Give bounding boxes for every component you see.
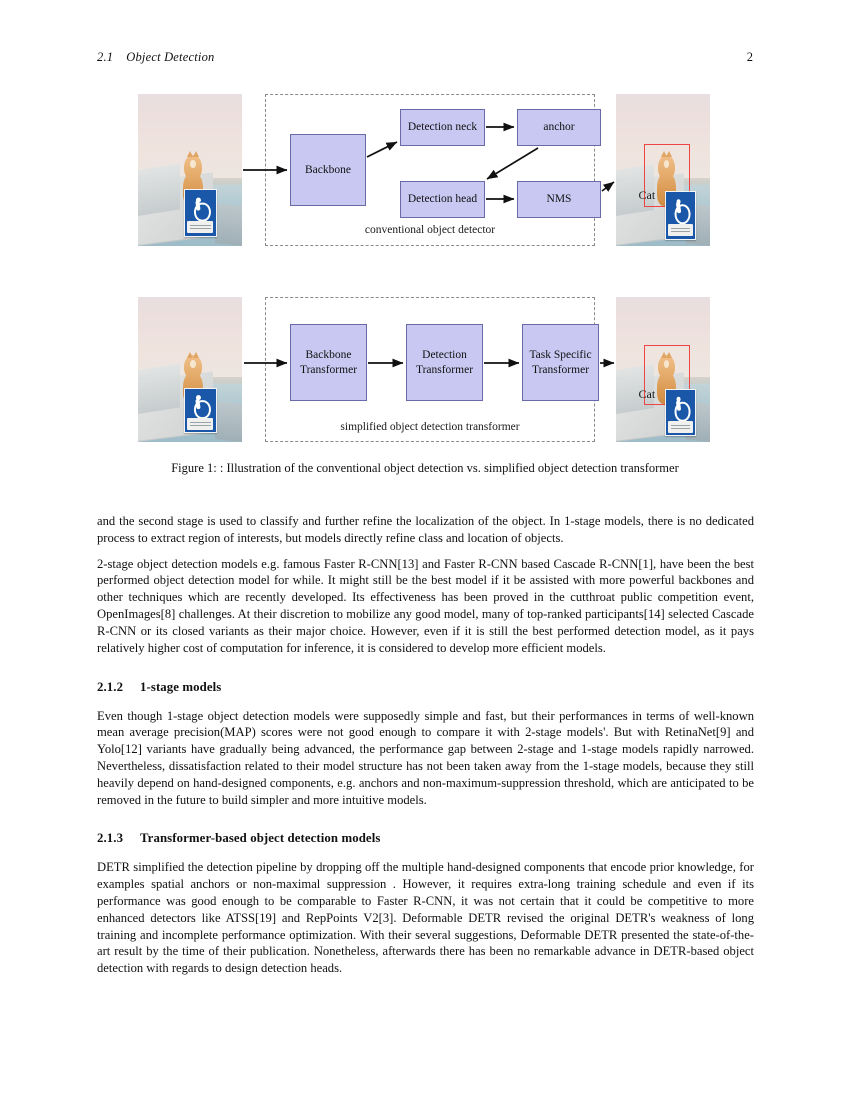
wheelchair-head bbox=[195, 395, 201, 401]
railing-far-region bbox=[214, 203, 242, 246]
heading-2-1-2: 2.1.2 1-stage models bbox=[97, 680, 754, 695]
cat-face bbox=[190, 159, 196, 169]
cat-ear-right bbox=[192, 351, 199, 358]
cat-face bbox=[664, 359, 670, 368]
wheelchair-sign-icon bbox=[664, 389, 696, 437]
running-head-section-number: 2.1 bbox=[97, 50, 114, 64]
page-number: 2 bbox=[746, 50, 753, 64]
paragraph-1-stage-models: Even though 1-stage object detection mod… bbox=[97, 708, 754, 807]
wheelchair-wheel bbox=[674, 402, 691, 422]
sign-text-plate bbox=[187, 418, 214, 430]
node-backbone-transformer-line2: Transformer bbox=[299, 363, 358, 376]
running-head: 2.1 Object Detection 2 bbox=[97, 50, 753, 65]
node-backbone[interactable]: Backbone bbox=[290, 134, 366, 206]
simplified-output-image: Cat bbox=[616, 297, 710, 442]
wheelchair-glyph bbox=[672, 198, 691, 226]
sign-text-plate bbox=[187, 221, 214, 234]
heading-2-1-2-title: 1-stage models bbox=[140, 679, 222, 694]
diagram-spacer bbox=[97, 246, 753, 297]
node-detection-neck[interactable]: Detection neck bbox=[400, 109, 485, 146]
arrow-nms-to-output bbox=[601, 181, 615, 192]
node-detection-transformer-line1: Detection bbox=[422, 348, 467, 361]
wheelchair-glyph bbox=[191, 197, 211, 223]
cat-ear-right bbox=[666, 151, 673, 158]
cat-head bbox=[184, 151, 202, 180]
paragraph-transformer-based-models: DETR simplified the detection pipeline b… bbox=[97, 860, 754, 976]
node-task-specific-transformer-line2: Transformer bbox=[531, 363, 590, 376]
wheelchair-sign-icon bbox=[183, 189, 217, 237]
detection-class-label: Cat bbox=[638, 386, 656, 401]
node-detection-neck-label: Detection neck bbox=[407, 121, 478, 134]
cat-head bbox=[184, 351, 202, 379]
wheelchair-head bbox=[676, 198, 681, 205]
sign-text-plate bbox=[668, 223, 693, 237]
node-detection-head-label: Detection head bbox=[407, 193, 478, 206]
node-backbone-transformer-line1: Backbone bbox=[305, 348, 352, 361]
node-backbone-label: Backbone bbox=[305, 163, 351, 176]
paragraph-two-stage-models: 2-stage object detection models e.g. fam… bbox=[97, 556, 754, 655]
wheelchair-wheel bbox=[674, 204, 691, 225]
node-detection-head[interactable]: Detection head bbox=[400, 181, 485, 218]
wheelchair-wheel bbox=[194, 400, 211, 419]
conventional-detector-diagram: conventional object detector Backbone De… bbox=[97, 94, 753, 246]
heading-2-1-3-number: 2.1.3 bbox=[97, 831, 124, 846]
railing-region bbox=[138, 163, 180, 216]
wheelchair-sign-icon bbox=[183, 387, 217, 434]
cat-face bbox=[190, 359, 196, 368]
cat-head bbox=[658, 151, 676, 180]
node-nms[interactable]: NMS bbox=[517, 181, 601, 218]
wheelchair-glyph bbox=[672, 397, 691, 422]
cat-ear-left bbox=[661, 151, 668, 158]
conventional-output-image: Cat bbox=[616, 94, 710, 246]
cat-ear-left bbox=[661, 351, 668, 358]
heading-2-1-3: 2.1.3 Transformer-based object detection … bbox=[97, 831, 754, 846]
running-head-section: 2.1 Object Detection bbox=[97, 50, 214, 65]
figure-caption: Figure 1: : Illustration of the conventi… bbox=[171, 461, 679, 475]
node-task-specific-transformer-line1: Task Specific bbox=[529, 348, 592, 361]
cat-ear-right bbox=[666, 351, 673, 358]
sign-text-plate bbox=[668, 420, 693, 433]
cat-ear-left bbox=[187, 351, 194, 358]
paragraph-continued: and the second stage is used to classify… bbox=[97, 514, 754, 545]
railing-region bbox=[138, 362, 180, 413]
running-head-section-title: Object Detection bbox=[126, 50, 215, 64]
simplified-transformer-group-label: simplified object detection transformer bbox=[340, 421, 520, 433]
figure-1: conventional object detector Backbone De… bbox=[97, 94, 753, 442]
wheelchair-sign-icon bbox=[664, 190, 696, 240]
cat-face bbox=[664, 159, 670, 169]
conventional-input-image bbox=[138, 94, 242, 246]
wheelchair-wheel bbox=[194, 202, 211, 222]
wheelchair-head bbox=[676, 397, 681, 402]
cat-ear-left bbox=[187, 151, 194, 158]
detection-class-label: Cat bbox=[638, 188, 656, 203]
heading-2-1-2-number: 2.1.2 bbox=[97, 679, 124, 694]
wheelchair-glyph bbox=[191, 395, 211, 420]
body-text-column: and the second stage is used to classify… bbox=[97, 513, 754, 986]
heading-2-1-3-title: Transformer-based object detection model… bbox=[140, 831, 381, 846]
cat-head bbox=[658, 351, 676, 379]
cat-ear-right bbox=[192, 151, 199, 158]
node-anchor-label: anchor bbox=[543, 121, 575, 134]
wheelchair-head bbox=[195, 197, 201, 203]
node-anchor[interactable]: anchor bbox=[517, 109, 601, 146]
node-nms-label: NMS bbox=[546, 193, 572, 206]
conventional-detector-group-label: conventional object detector bbox=[364, 224, 496, 236]
simplified-input-image bbox=[138, 297, 242, 442]
node-detection-transformer-line2: Transformer bbox=[415, 363, 474, 376]
simplified-transformer-diagram: simplified object detection transformer … bbox=[97, 297, 753, 442]
railing-far-region bbox=[214, 401, 242, 442]
